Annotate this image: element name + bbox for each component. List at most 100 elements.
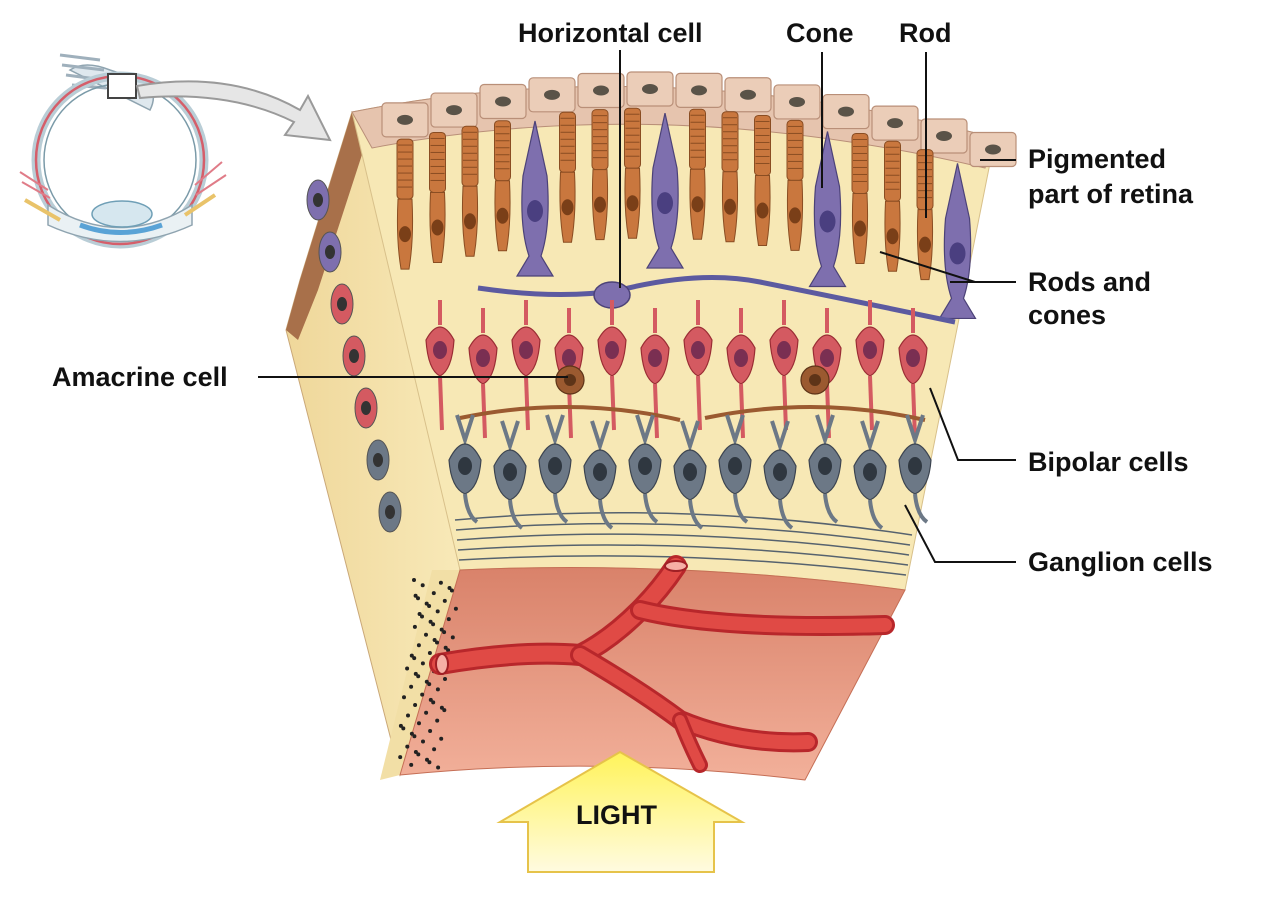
ganglion-axon: [688, 499, 704, 530]
rod-outer-segment: [559, 111, 576, 173]
pigment-nucleus: [887, 118, 903, 129]
bipolar-nucleus: [433, 341, 447, 359]
fiber-dot: [432, 747, 437, 752]
ganglion-nucleus: [863, 463, 877, 481]
cone-cell: [515, 120, 555, 277]
fiber-dot: [428, 729, 433, 733]
cone-nucleus: [819, 210, 836, 233]
fiber-dot: [439, 736, 444, 741]
fiber-dot: [431, 622, 436, 627]
ganglion-axon: [508, 499, 524, 530]
fiber-dot: [436, 765, 441, 770]
fiber-dot: [450, 635, 455, 640]
fiber-dot: [406, 713, 410, 718]
fiber-dot: [420, 614, 424, 619]
fiber-dot: [447, 586, 452, 590]
fiber-dot: [442, 598, 447, 603]
ganglion-axon: [553, 493, 569, 524]
rod-outer-segment: [624, 107, 641, 169]
photoreceptor-cells: [396, 107, 977, 320]
fiber-dot: [409, 762, 414, 767]
bipolar-axon: [481, 383, 487, 439]
bipolar-nucleus: [648, 349, 662, 367]
cone-cell: [808, 131, 847, 288]
ganglion-axon: [913, 493, 929, 524]
bipolar-axon: [610, 375, 616, 431]
ganglion-nucleus: [773, 463, 787, 481]
label-rods-cones-2: cones: [1028, 300, 1107, 330]
pigment-nucleus: [936, 131, 952, 142]
bipolar-axon: [911, 383, 917, 439]
horizontal-axon: [477, 275, 956, 325]
fiber-dot: [413, 750, 418, 754]
rod-nucleus: [724, 198, 736, 215]
rod-nucleus: [431, 219, 444, 236]
fiber-dot: [431, 591, 436, 596]
side-cell-nucleus: [361, 401, 371, 415]
ganglion-dendrite: [725, 414, 745, 447]
fiber-dot: [432, 638, 437, 642]
rod-outer-segment: [851, 132, 869, 194]
rod-nucleus: [626, 195, 639, 212]
fiber-dot: [435, 718, 440, 723]
ganglion-nucleus: [503, 463, 517, 481]
rod-outer-segment: [429, 131, 446, 193]
rod-nucleus: [399, 226, 411, 243]
fiber-dot: [446, 648, 451, 653]
ganglion-nucleus: [593, 463, 607, 481]
fiber-dot: [428, 697, 433, 702]
rod-outer-segment: [591, 109, 609, 171]
bipolar-nucleus: [562, 349, 576, 367]
leader-ganglion: [904, 504, 1016, 563]
fiber-dot: [427, 651, 432, 655]
fiber-dot: [431, 700, 436, 705]
fiber-dot: [413, 703, 418, 707]
label-amacrine-cell: Amacrine cell: [52, 362, 228, 392]
fiber-dot: [428, 619, 433, 624]
leader-lines: [258, 50, 1016, 563]
bipolar-axon: [438, 375, 444, 431]
blood-vessels: [429, 555, 895, 773]
ganglion-nucleus: [638, 457, 652, 475]
inset-marker-box: [107, 73, 137, 99]
rod-nucleus: [756, 202, 769, 219]
pigment-nucleus: [642, 83, 658, 94]
fiber-dot: [424, 710, 429, 715]
ganglion-nucleus: [908, 457, 922, 475]
label-ganglion-cells: Ganglion cells: [1028, 547, 1213, 577]
ganglion-axon: [463, 493, 479, 524]
rod-nucleus: [886, 228, 899, 245]
side-cell-nucleus: [385, 505, 395, 519]
pigment-nucleus: [593, 85, 609, 96]
rod-outer-segment: [461, 125, 479, 187]
label-cone: Cone: [786, 18, 854, 48]
fiber-dot: [405, 744, 410, 749]
fiber-dot: [435, 640, 439, 645]
fiber-dot: [424, 632, 428, 637]
fiber-dot: [420, 661, 425, 666]
amacrine-process: [459, 404, 681, 422]
pigment-nucleus: [789, 96, 805, 107]
fiber-dot: [405, 666, 410, 671]
bipolar-nucleus: [519, 341, 533, 359]
cone-nucleus: [949, 242, 966, 265]
label-bipolar-cells: Bipolar cells: [1028, 447, 1189, 477]
fiber-dot: [442, 630, 447, 635]
fiber-dot: [424, 601, 429, 606]
side-cell-nucleus: [337, 297, 347, 311]
rod-outer-segment: [689, 108, 706, 170]
pigment-nucleus: [446, 105, 462, 116]
ganglion-nucleus: [458, 457, 472, 475]
bipolar-axon: [782, 375, 788, 431]
pigment-nucleus: [838, 106, 854, 117]
side-cell-nucleus: [313, 193, 323, 207]
amacrine-nucleus: [564, 374, 576, 386]
ganglion-dendrite: [500, 420, 520, 453]
fiber-dot: [446, 617, 451, 622]
bipolar-nucleus: [691, 341, 705, 359]
fiber-dot: [416, 643, 421, 648]
zoom-arrow: [135, 80, 332, 142]
fiber-dot: [438, 580, 443, 585]
